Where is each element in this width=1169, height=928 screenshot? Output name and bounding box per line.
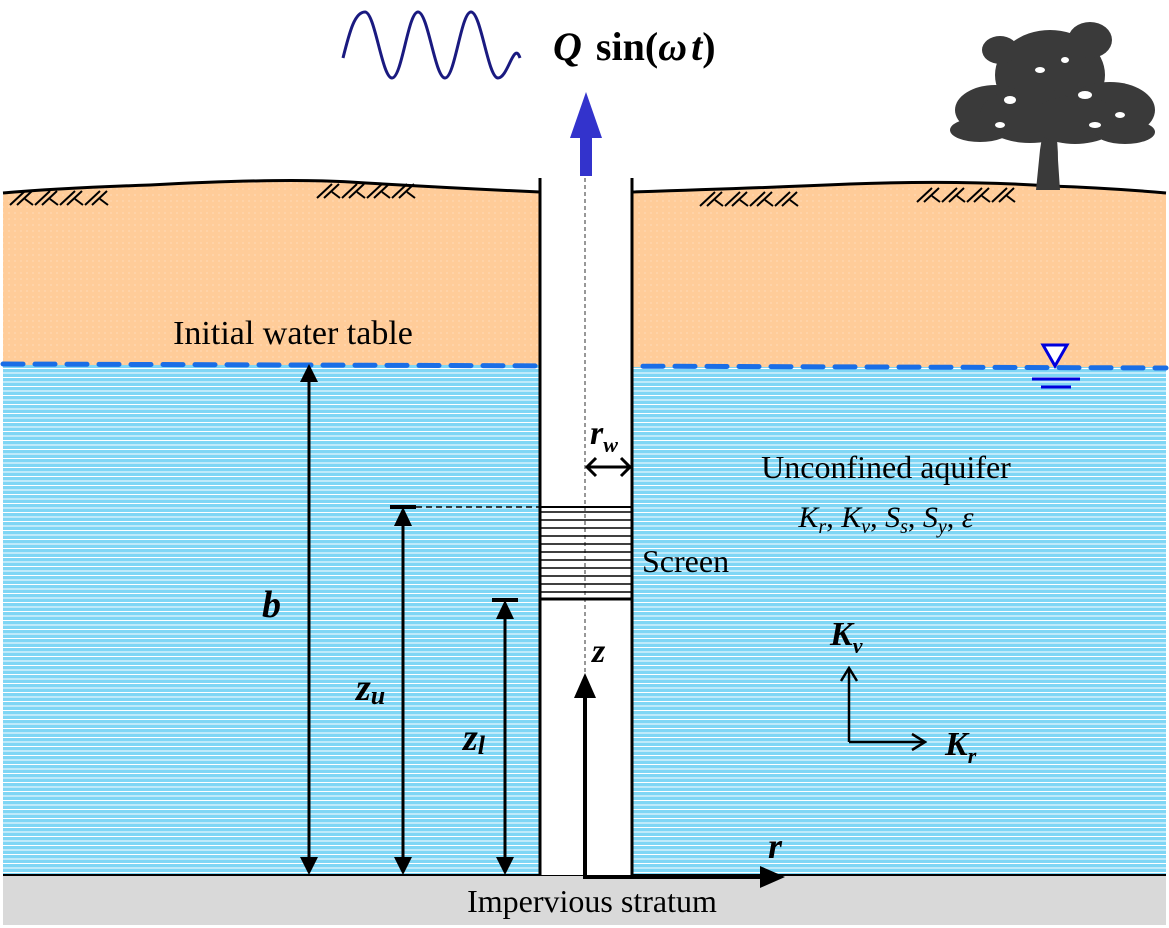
ground-hatch-center-left xyxy=(316,183,416,199)
initial-water-table-label: Initial water table xyxy=(173,315,413,352)
anisotropy-axes xyxy=(839,665,928,752)
aquifer-parameters: Kr, Kv, Ss, Sy, ε xyxy=(797,501,973,538)
r-axis-arrow xyxy=(583,866,785,888)
tree-gaps xyxy=(995,57,1125,128)
zu-dimension-arrow xyxy=(390,505,540,875)
kr-label: Kr xyxy=(944,726,977,768)
zl-dimension-arrow xyxy=(492,598,518,875)
soil-layer-left xyxy=(3,180,540,365)
sine-wave-icon xyxy=(341,10,522,80)
ground-hatch-right xyxy=(916,187,1016,203)
r-axis-label: r xyxy=(768,826,783,866)
z-axis-arrow xyxy=(574,673,596,877)
ground-surface-left xyxy=(2,179,541,195)
ground-surface-right xyxy=(631,180,1167,195)
b-label: b xyxy=(262,584,281,626)
soil-layer-right xyxy=(632,182,1166,367)
impervious-stratum xyxy=(3,875,1166,925)
unconfined-aquifer-label: Unconfined aquifer xyxy=(761,449,1011,485)
ground-hatch-center-right xyxy=(699,191,799,207)
b-dimension-arrow xyxy=(300,364,318,875)
well-screen xyxy=(540,506,632,601)
aquifer-right xyxy=(632,367,1166,875)
zl-label: zl xyxy=(461,717,486,760)
z-axis-label: z xyxy=(591,633,606,670)
zu-label: zu xyxy=(354,667,385,710)
rw-dimension-arrow xyxy=(584,456,633,478)
aquifer-left xyxy=(3,365,540,875)
impervious-stratum-label: Impervious stratum xyxy=(467,883,717,919)
screen-label: Screen xyxy=(642,543,729,579)
tree-icon xyxy=(950,22,1155,190)
pumping-arrow-icon xyxy=(570,92,602,176)
kv-label: Kv xyxy=(829,616,863,658)
water-table-symbol-icon xyxy=(1032,343,1080,389)
ground-hatch-left xyxy=(9,190,109,206)
rw-label: rw xyxy=(590,415,618,457)
